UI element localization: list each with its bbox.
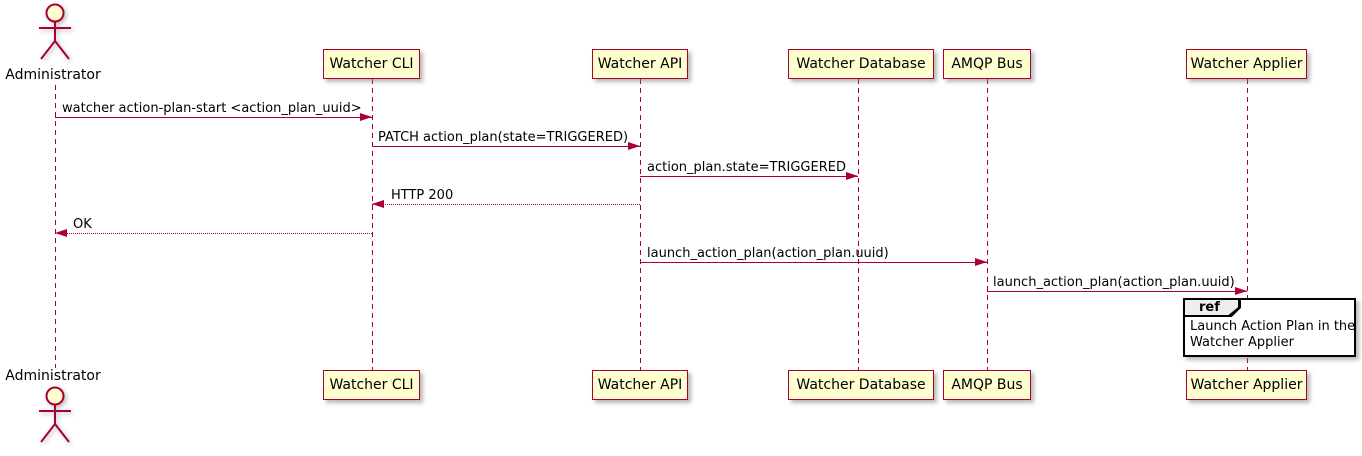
actor-administrator-bottom: Administrator [5,368,101,454]
lifeline-administrator [55,85,56,368]
message-line [640,262,987,263]
participant-watcher-applier-bottom: Watcher Applier [1186,370,1307,400]
participant-watcher-cli-top: Watcher CLI [323,49,420,79]
participant-label: Watcher Applier [1190,56,1303,72]
ref-tab-shape [1185,300,1238,315]
message-label: watcher action-plan-start <action_plan_u… [62,101,362,116]
participant-label: AMQP Bus [951,56,1023,72]
arrowhead-icon [975,258,987,266]
arrowhead-icon [1235,287,1247,295]
participant-watcher-applier-top: Watcher Applier [1186,49,1307,79]
message-line [640,176,858,177]
participant-label: Watcher Applier [1190,377,1303,393]
lifeline-watcher-api [640,79,641,370]
ref-text-line: Watcher Applier [1190,335,1294,350]
actor-label: Administrator [5,368,101,384]
message-label: HTTP 200 [391,188,454,203]
ref-fragment: ref Launch Action Plan in the Watcher Ap… [1183,298,1356,357]
participant-watcher-cli-bottom: Watcher CLI [323,370,420,400]
arrowhead-icon [846,172,858,180]
participant-watcher-database-top: Watcher Database [788,49,934,79]
lifeline-amqp-bus [987,79,988,370]
participant-watcher-database-bottom: Watcher Database [788,370,934,400]
arrowhead-icon [360,113,372,121]
participant-watcher-api-bottom: Watcher API [592,370,688,400]
actor-administrator-top: Administrator [5,3,101,85]
arrowhead-icon [55,229,67,237]
message-label: OK [73,217,92,232]
message-label: PATCH action_plan(state=TRIGGERED) [378,130,629,145]
participant-label: Watcher Database [796,56,926,72]
participant-label: Watcher CLI [329,377,414,393]
message-label: launch_action_plan(action_plan.uuid) [647,246,889,261]
participant-label: Watcher Database [796,377,926,393]
arrowhead-icon [628,142,640,150]
message-label: launch_action_plan(action_plan.uuid) [993,275,1235,290]
lifeline-watcher-applier [1247,79,1248,370]
lifeline-watcher-database [858,79,859,370]
message-line [372,204,640,205]
ref-body: Launch Action Plan in the Watcher Applie… [1185,319,1355,351]
lifeline-watcher-cli [372,79,373,370]
message-line [55,233,372,234]
actor-label: Administrator [5,67,101,83]
actor-icon [39,386,71,443]
participant-amqp-bus-top: AMQP Bus [943,49,1031,79]
message-line [55,117,372,118]
message-line [372,146,640,147]
ref-tab [1183,298,1241,317]
message-line [987,291,1247,292]
message-label: action_plan.state=TRIGGERED [647,160,846,175]
participant-label: Watcher API [597,377,683,393]
participant-label: Watcher CLI [329,56,414,72]
participant-watcher-api-top: Watcher API [592,49,688,79]
participant-label: AMQP Bus [951,377,1023,393]
actor-icon [39,3,71,60]
ref-keyword: ref [1199,300,1220,315]
participant-label: Watcher API [597,56,683,72]
participant-amqp-bus-bottom: AMQP Bus [943,370,1031,400]
ref-text-line: Launch Action Plan in the [1190,319,1356,334]
arrowhead-icon [372,200,384,208]
